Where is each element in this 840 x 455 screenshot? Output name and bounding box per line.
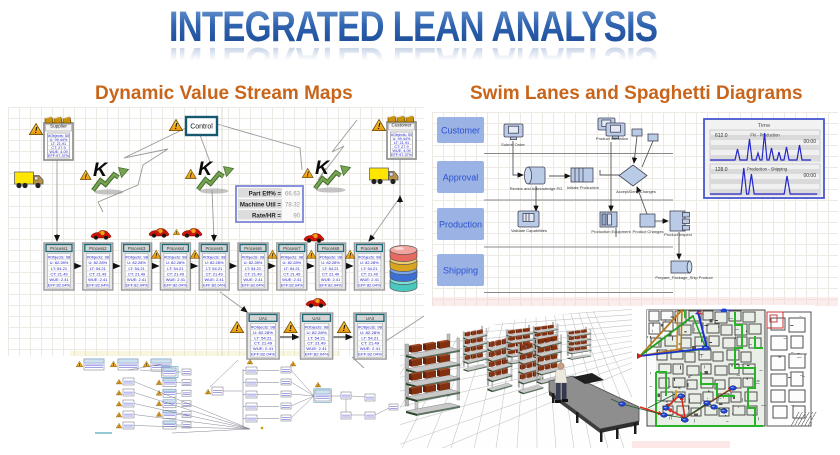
svg-text:Process9: Process9: [361, 246, 379, 251]
svg-text:UA1: UA1: [259, 316, 268, 321]
svg-text:Production Equipment: Production Equipment: [591, 229, 631, 234]
svg-text:Production - Shipping: Production - Shipping: [747, 167, 788, 172]
svg-text:Process2: Process2: [89, 246, 107, 251]
svg-text:Shipping: Shipping: [443, 266, 478, 276]
svg-text:Product Changes: Product Changes: [633, 229, 664, 234]
svg-text:66.63: 66.63: [285, 191, 301, 197]
svg-text:128.0: 128.0: [715, 167, 728, 173]
svg-text:UA3: UA3: [366, 316, 375, 321]
svg-text:Product Inspect: Product Inspect: [664, 232, 693, 237]
svg-text:Accept/Deny Changes: Accept/Deny Changes: [616, 189, 656, 194]
svg-text:Process4: Process4: [167, 246, 185, 251]
svg-text:Initiate Production: Initiate Production: [567, 185, 599, 190]
svg-text:00:00: 00:00: [803, 139, 816, 145]
svg-text:78.32: 78.32: [285, 202, 301, 208]
svg-text:Submit Order: Submit Order: [501, 142, 525, 147]
svg-text:Process7: Process7: [283, 246, 301, 251]
svg-text:Process1: Process1: [50, 246, 68, 251]
svg-text:612.0: 612.0: [715, 133, 728, 139]
svg-text:Process5: Process5: [205, 246, 223, 251]
svg-text:Machine Util =: Machine Util =: [240, 201, 282, 208]
svg-text:Process6: Process6: [244, 246, 262, 251]
svg-text:Validate Capabilities: Validate Capabilities: [511, 228, 547, 233]
svg-text:Customer: Customer: [392, 123, 412, 128]
svg-text:Supplier: Supplier: [50, 124, 67, 129]
svg-text:Approval: Approval: [443, 173, 479, 183]
svg-text:Process8: Process8: [322, 246, 340, 251]
svg-text:90: 90: [293, 213, 300, 219]
svg-text:00:00: 00:00: [803, 173, 816, 179]
svg-text:Review and Acknowledge PO: Review and Acknowledge PO: [510, 186, 562, 191]
svg-text:Control: Control: [190, 124, 213, 131]
svg-text:Time: Time: [758, 123, 771, 129]
svg-text:Customer: Customer: [441, 126, 480, 136]
svg-text:UA2: UA2: [312, 316, 321, 321]
svg-text:Prepare_Package_Ship Product: Prepare_Package_Ship Product: [655, 275, 713, 280]
svg-text:Process3: Process3: [128, 246, 146, 251]
svg-text:Product Validation: Product Validation: [596, 136, 628, 141]
svg-text:Rate/HR =: Rate/HR =: [252, 212, 281, 219]
svg-text:Part Eff% =: Part Eff% =: [249, 190, 282, 197]
svg-text:*: *: [697, 312, 700, 318]
svg-text:Production: Production: [439, 220, 482, 230]
svg-text:FN - Production: FN - Production: [750, 133, 780, 138]
